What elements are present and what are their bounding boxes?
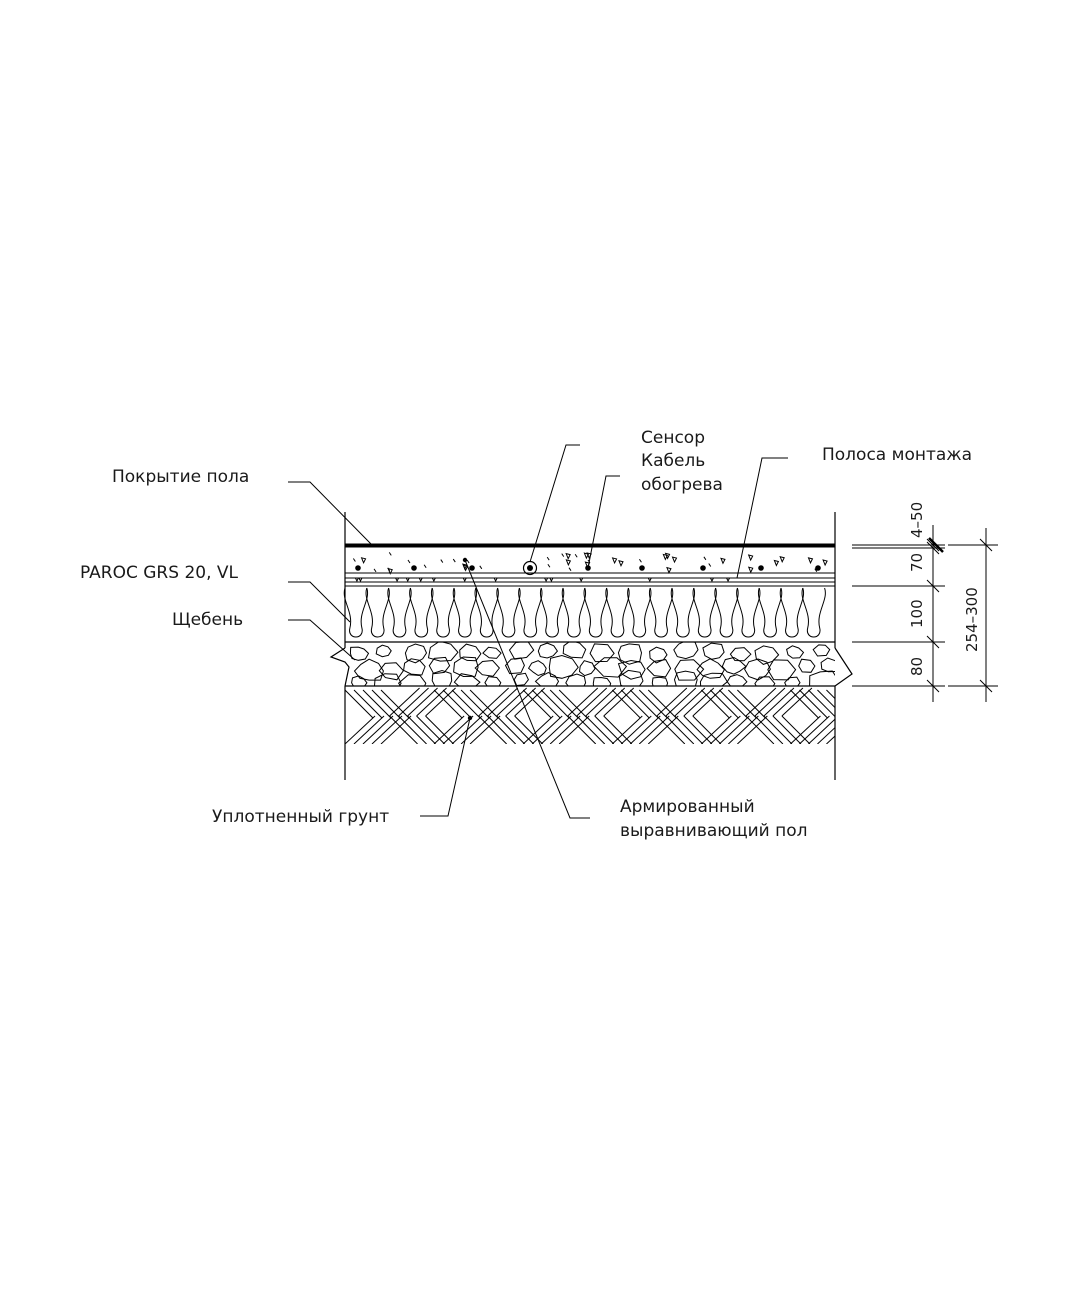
screed-layer: [345, 552, 835, 587]
gravel-layer: [329, 642, 853, 687]
floor-cover-layer: [345, 543, 835, 548]
label-soil: Уплотненный грунт: [212, 807, 389, 827]
label-sensor: Сенсор: [641, 428, 705, 448]
dim-insulation: 100: [908, 599, 926, 628]
label-screed-1: Армированный: [620, 797, 755, 817]
label-cable-1: Кабель: [641, 451, 705, 471]
label-cable-2: обогрева: [641, 475, 723, 495]
label-mount-strip: Полоса монтажа: [822, 445, 972, 465]
cover-dim-arrow: [928, 537, 944, 553]
leader-dot: [467, 715, 473, 721]
dim-cover: 4–50: [908, 502, 926, 538]
label-screed-2: выравнивающий пол: [620, 821, 807, 841]
insulation-layer: [343, 587, 835, 643]
dim-screed: 70: [908, 553, 926, 572]
label-gravel: Щебень: [172, 610, 243, 630]
label-floor-cover: Покрытие пола: [112, 467, 249, 487]
heating-cable-dots: [355, 565, 821, 571]
leader-dot: [462, 557, 468, 563]
dim-total: 254–300: [963, 587, 981, 652]
dim-gravel: 80: [908, 657, 926, 676]
leader-lines: [288, 444, 788, 819]
dimension-lines: [852, 525, 998, 702]
soil-layer: [345, 687, 835, 744]
label-paroc: PAROC GRS 20, VL: [80, 563, 239, 583]
